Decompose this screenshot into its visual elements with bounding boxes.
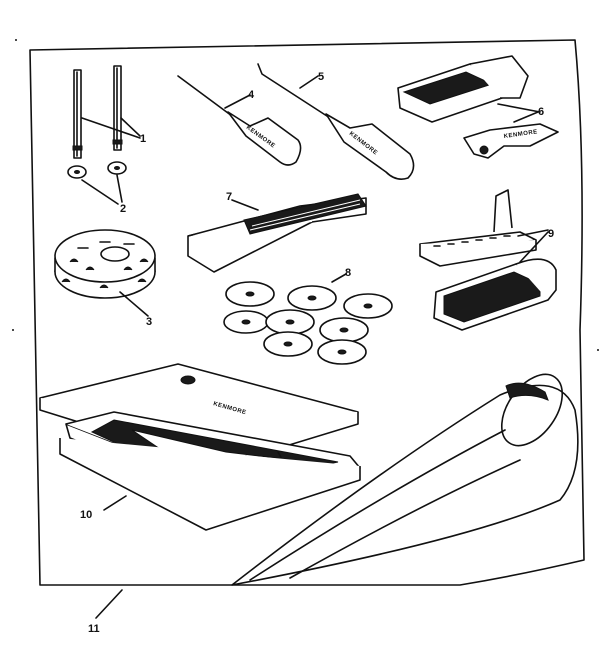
callout-11: 11 xyxy=(88,623,100,635)
part-6-needle-pack-and-ripper xyxy=(397,55,559,159)
callout-1: 1 xyxy=(140,133,146,145)
callout-4: 4 xyxy=(248,89,255,101)
leader-11 xyxy=(95,589,123,619)
part-1-shafts xyxy=(72,65,141,159)
part-3-cam-stack xyxy=(54,229,156,317)
callout-2: 2 xyxy=(120,203,126,215)
speck xyxy=(12,329,14,331)
speck xyxy=(597,349,599,351)
callout-6: 6 xyxy=(538,106,544,118)
part-7-needle-case xyxy=(187,193,367,273)
backdrop-sheet xyxy=(29,39,585,586)
part-2-washers xyxy=(67,161,127,205)
part-5-large-screwdriver xyxy=(257,63,415,180)
callout-3: 3 xyxy=(146,316,152,328)
part-4-small-screwdriver xyxy=(177,75,302,166)
callout-5: 5 xyxy=(318,71,324,83)
callout-9: 9 xyxy=(548,228,554,240)
part-9-presser-foot-and-box xyxy=(419,189,557,331)
part-8-bobbins xyxy=(223,273,393,365)
speck xyxy=(15,39,17,41)
callout-7: 7 xyxy=(226,191,232,203)
part-10-storage-case xyxy=(39,363,361,531)
callout-10: 10 xyxy=(80,509,92,521)
callout-8: 8 xyxy=(345,267,351,279)
seam-ripper-brand: KENMORE xyxy=(503,129,538,140)
